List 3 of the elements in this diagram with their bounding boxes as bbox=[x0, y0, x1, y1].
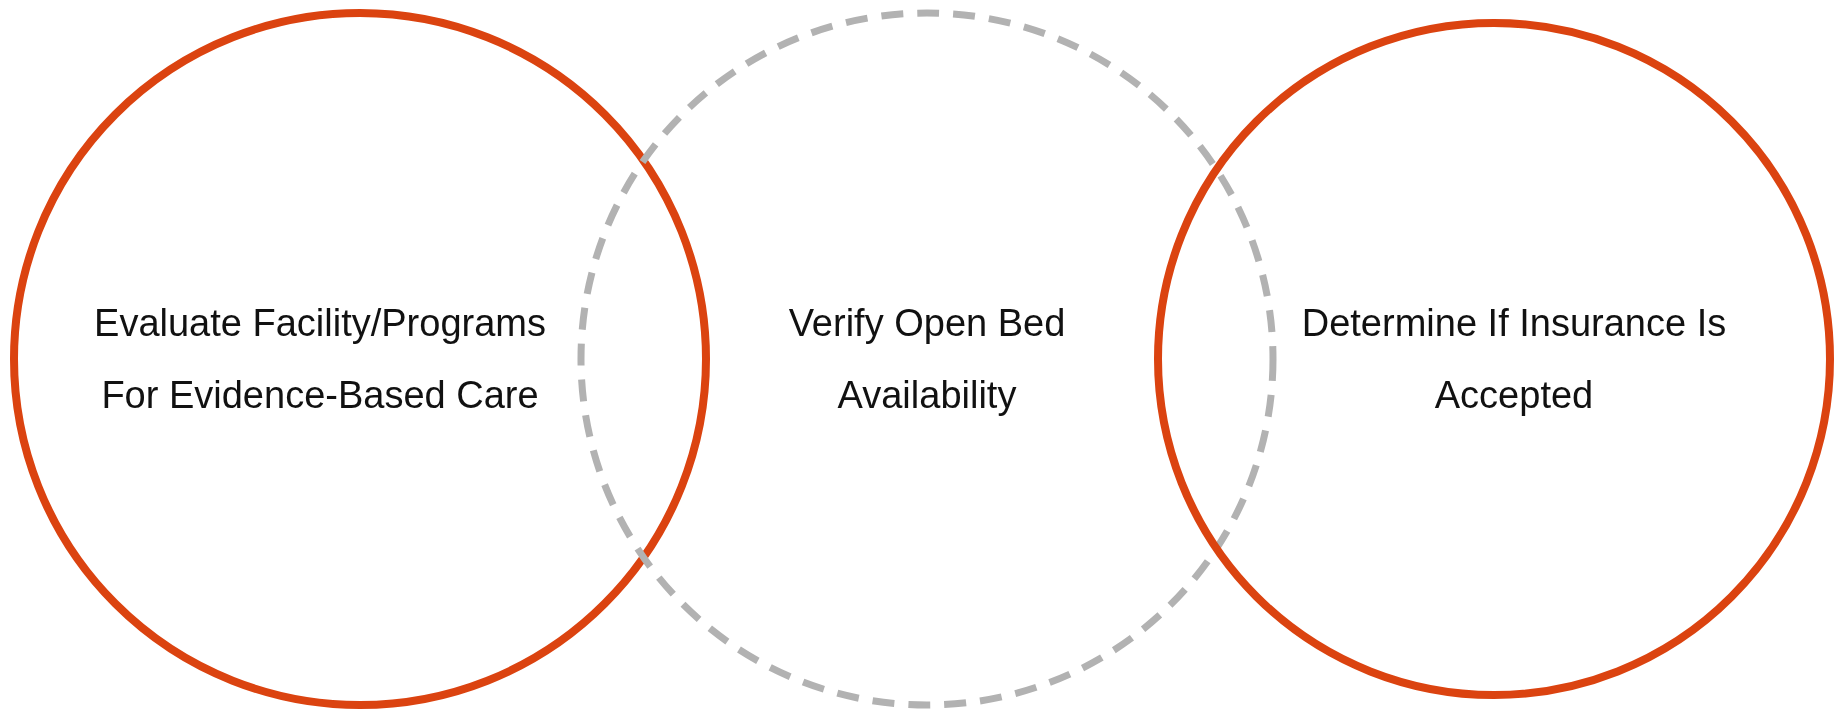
step-label: Verify Open Bed Availability bbox=[787, 301, 1067, 419]
step-label: Determine If Insurance Is Accepted bbox=[1300, 301, 1728, 419]
step-label: Evaluate Facility/Programs For Evidence-Based Care bbox=[93, 301, 547, 419]
